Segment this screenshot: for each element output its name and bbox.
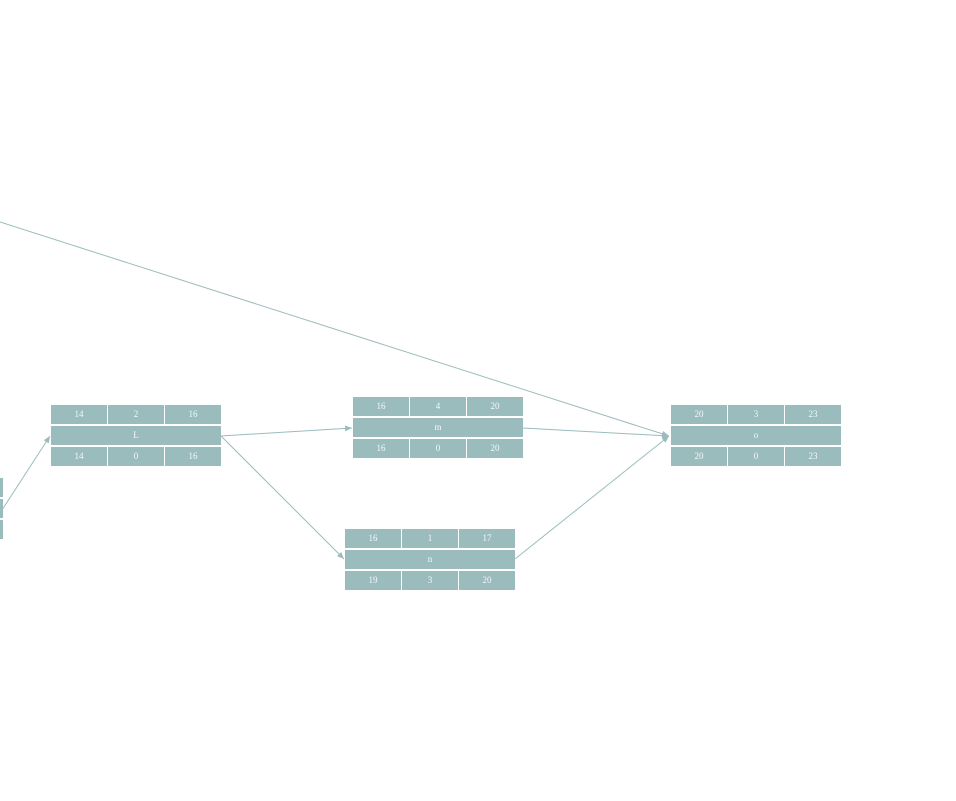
duration-cell: 4: [410, 397, 466, 416]
node-bottom-row: 20 0 23: [671, 447, 841, 466]
slack-cell: 0: [728, 447, 784, 466]
edge-l-to-n: [220, 435, 345, 560]
early-finish-cell: 20: [467, 397, 523, 416]
late-start-cell: 16: [353, 439, 409, 458]
early-finish-cell: 23: [785, 405, 841, 424]
activity-node-n[interactable]: 16 1 17 n 19 3 20: [345, 529, 515, 590]
activity-name: o: [671, 426, 841, 445]
late-start-cell: 14: [51, 447, 107, 466]
node-name-row: L: [51, 426, 221, 445]
node-top-row: 16 4 20: [353, 397, 523, 416]
early-finish-cell: 17: [459, 529, 515, 548]
node-name-row: m: [353, 418, 523, 437]
early-start-cell: 20: [671, 405, 727, 424]
node-bottom-row: 19 3 20: [345, 571, 515, 590]
slack-cell: 0: [410, 439, 466, 458]
node-bottom-row: 16 0 20: [353, 439, 523, 458]
slack-cell: 3: [402, 571, 458, 590]
early-finish-cell: 16: [165, 405, 221, 424]
activity-node-l[interactable]: 14 2 16 L 14 0 16: [51, 405, 221, 466]
late-finish-cell: 20: [459, 571, 515, 590]
node-top-row: 16 1 17: [345, 529, 515, 548]
edge-m-to-o: [522, 427, 670, 439]
early-start-cell: 14: [51, 405, 107, 424]
duration-cell: 2: [108, 405, 164, 424]
activity-name: m: [353, 418, 523, 437]
node-name-row: o: [671, 426, 841, 445]
late-finish-cell: 16: [165, 447, 221, 466]
activity-name: n: [345, 550, 515, 569]
late-start-cell: 19: [345, 571, 401, 590]
node-bottom-row: 14 0 16: [51, 447, 221, 466]
edge-offscreen-to-o: [0, 221, 670, 437]
partial-node-bottom-cell: [0, 520, 3, 539]
node-name-row: n: [345, 550, 515, 569]
partial-node-top-cell: [0, 478, 3, 497]
slack-cell: 0: [108, 447, 164, 466]
partial-node-offscreen: [0, 478, 3, 539]
node-top-row: 20 3 23: [671, 405, 841, 424]
duration-cell: 1: [402, 529, 458, 548]
activity-node-o[interactable]: 20 3 23 o 20 0 23: [671, 405, 841, 466]
partial-node-mid-cell: [0, 499, 3, 518]
node-top-row: 14 2 16: [51, 405, 221, 424]
late-start-cell: 20: [671, 447, 727, 466]
activity-node-m[interactable]: 16 4 20 m 16 0 20: [353, 397, 523, 458]
edge-n-to-o: [514, 435, 670, 560]
duration-cell: 3: [728, 405, 784, 424]
activity-name: L: [51, 426, 221, 445]
early-start-cell: 16: [345, 529, 401, 548]
late-finish-cell: 20: [467, 439, 523, 458]
edge-l-to-m: [220, 425, 353, 437]
late-finish-cell: 23: [785, 447, 841, 466]
early-start-cell: 16: [353, 397, 409, 416]
edge-partial-to-l: [1, 435, 51, 511]
